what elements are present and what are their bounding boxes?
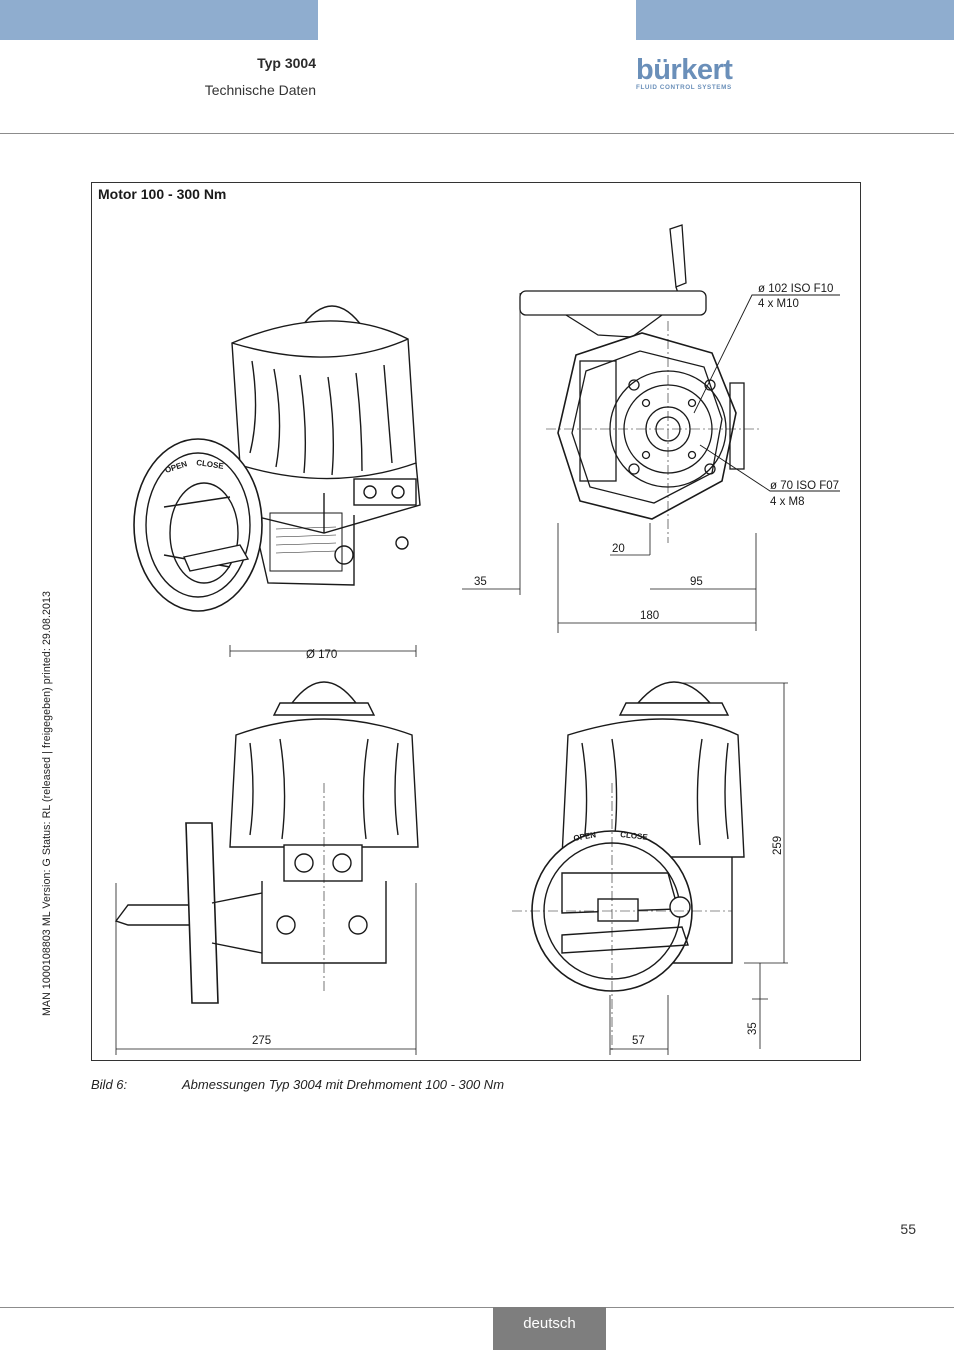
language-tab: deutsch [493, 1307, 606, 1350]
logo-wordmark: bürkert [636, 54, 733, 86]
dim-flange-f07-bolts: 4 x M8 [770, 496, 805, 508]
dim-35-top: 35 [474, 576, 487, 588]
figure-title: Motor 100 - 300 Nm [98, 186, 227, 202]
page-number: 55 [900, 1221, 916, 1237]
dim-57: 57 [632, 1035, 645, 1047]
figure-caption-label: Bild 6: [91, 1077, 128, 1092]
header-divider [0, 133, 954, 134]
dim-flange-f10-bolts: 4 x M10 [758, 298, 799, 310]
figure-caption-text: Abmessungen Typ 3004 mit Drehmoment 100 … [182, 1077, 505, 1092]
document-title: Typ 3004 [257, 55, 316, 71]
front-view [114, 645, 419, 1055]
header-band-left [0, 0, 318, 40]
dim-259: 259 [772, 836, 784, 855]
handwheel-close-label-side: CLOSE [620, 830, 649, 842]
header-band-right [636, 0, 954, 40]
dim-flange-f10: ø 102 ISO F10 [758, 283, 833, 295]
side-view: OPEN CLOSE [512, 681, 788, 1055]
footer-divider [0, 1307, 954, 1308]
document-id-side-note: MAN 1000108803 ML Version: G Status: RL … [41, 591, 53, 1016]
flange-bottom-view [462, 224, 840, 633]
dim-275: 275 [252, 1035, 271, 1047]
technical-drawing: OPEN CLOSE ø 102 ISO F10 4 x [114, 224, 840, 1055]
handwheel-open-label-side: OPEN [573, 830, 597, 843]
figure-frame [91, 182, 861, 1061]
company-logo: bürkert FLUID CONTROL SYSTEMS [636, 56, 746, 96]
dim-35-side: 35 [747, 1022, 759, 1035]
dim-95: 95 [690, 576, 703, 588]
dim-20: 20 [612, 543, 625, 555]
dim-180: 180 [640, 610, 659, 622]
dim-diameter-170: Ø 170 [306, 649, 337, 661]
document-subtitle: Technische Daten [204, 82, 316, 98]
handwheel-close-label: CLOSE [196, 458, 225, 471]
isometric-actuator-view: OPEN CLOSE [133, 305, 421, 612]
dim-flange-f07: ø 70 ISO F07 [770, 480, 839, 492]
logo-tagline: FLUID CONTROL SYSTEMS [636, 84, 732, 91]
